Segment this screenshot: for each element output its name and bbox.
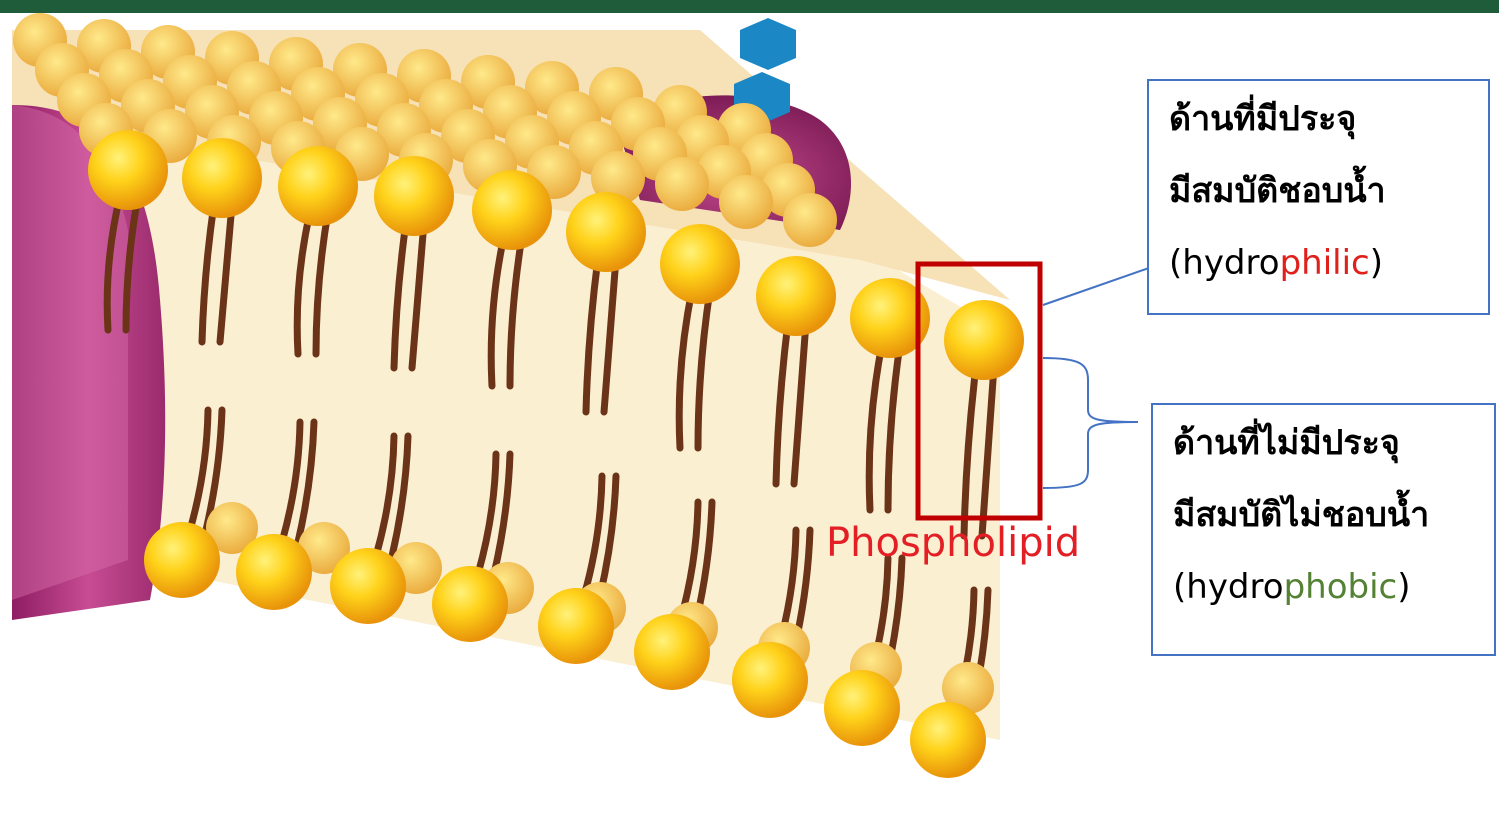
hydrophobic-term-highlight: phobic [1284, 567, 1398, 607]
hydrophobic-info-box: ด้านที่ไม่มีประจุ มีสมบัติไม่ชอบน้ำ (hyd… [1151, 403, 1496, 656]
hydrophobic-term: (hydrophobic) [1173, 563, 1494, 635]
lipid-head [278, 146, 358, 226]
lipid-head [330, 548, 406, 624]
hydrophilic-term-prefix: (hydro [1169, 243, 1280, 283]
hydrophobic-term-suffix: ) [1397, 567, 1410, 607]
lipid-head [432, 566, 508, 642]
hydrophilic-term: (hydrophilic) [1169, 239, 1488, 311]
lipid-head [944, 300, 1024, 380]
phospholipid-label: Phospholipid [826, 520, 1080, 566]
lipid-head [783, 193, 837, 247]
lipid-head [824, 670, 900, 746]
glycan-hexagon-1 [740, 18, 796, 70]
lipid-head [538, 588, 614, 664]
lipid-head [719, 175, 773, 229]
lipid-head [236, 534, 312, 610]
lipid-head [660, 224, 740, 304]
lipid-head [732, 642, 808, 718]
lipid-head [910, 702, 986, 778]
hydrophilic-line-1: ด้านที่มีประจุ [1169, 95, 1488, 167]
hydrophilic-term-suffix: ) [1370, 243, 1383, 283]
hydrophobic-line-1: ด้านที่ไม่มีประจุ [1173, 419, 1494, 491]
lipid-head [182, 138, 262, 218]
lipid-head [88, 130, 168, 210]
lipid-head [144, 522, 220, 598]
lipid-head [472, 170, 552, 250]
cell-membrane-illustration [0, 0, 1060, 822]
lipid-head [566, 192, 646, 272]
hydrophilic-term-highlight: philic [1280, 243, 1370, 283]
hydrophilic-info-box: ด้านที่มีประจุ มีสมบัติชอบน้ำ (hydrophil… [1147, 79, 1490, 315]
lipid-head [655, 157, 709, 211]
hydrophobic-line-2: มีสมบัติไม่ชอบน้ำ [1173, 491, 1494, 563]
hydrophobic-term-prefix: (hydro [1173, 567, 1284, 607]
hydrophilic-line-2: มีสมบัติชอบน้ำ [1169, 167, 1488, 239]
lipid-head [374, 156, 454, 236]
lipid-head [756, 256, 836, 336]
lipid-head [634, 614, 710, 690]
